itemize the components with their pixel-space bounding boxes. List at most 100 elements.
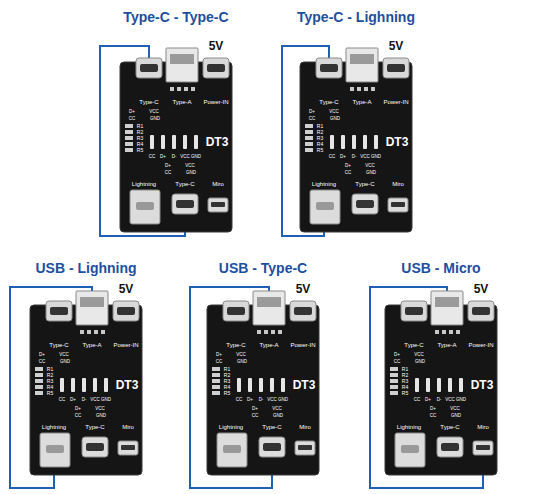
pin-name: D+: [39, 353, 45, 358]
resistor-pad: [212, 373, 220, 377]
micro-port: [473, 441, 493, 455]
typec-port: [437, 437, 463, 457]
port-slot: [435, 297, 459, 307]
led-label: VCC: [445, 398, 455, 403]
port-label: Type-A: [82, 342, 101, 348]
port-slot: [387, 64, 405, 72]
port-label: Type-C: [355, 181, 374, 187]
led-symbol: [363, 135, 367, 149]
led-symbol: [341, 135, 345, 149]
led-label: D+: [340, 155, 346, 160]
led-symbol: [281, 378, 285, 392]
board-title: Type-C - Lighning: [297, 10, 415, 24]
port-label: Type-A: [172, 99, 191, 105]
header-pin: [264, 330, 268, 334]
pin-name: CC: [39, 360, 46, 365]
led-symbol: [93, 378, 97, 392]
resistor-label: R4: [317, 142, 323, 147]
model-name: DT3: [206, 136, 229, 148]
led-label: CC: [59, 398, 66, 403]
voltage-label: 5V: [119, 283, 134, 295]
led-label: D-: [352, 155, 357, 160]
micro-port: [118, 441, 138, 455]
usba-port: [346, 48, 378, 82]
led-symbol: [150, 135, 154, 149]
pin-name: VCC: [149, 110, 159, 115]
port-slot: [207, 64, 225, 72]
resistor-pad: [125, 124, 133, 128]
pin-name: D+: [309, 110, 315, 115]
led-label: CC: [329, 155, 336, 160]
port-slot: [140, 64, 158, 72]
resistor-pad: [305, 136, 313, 140]
lightning-port: [217, 433, 247, 467]
resistor-label: R3: [402, 379, 408, 384]
pin-name: CC: [252, 414, 259, 419]
port-slot: [316, 202, 334, 210]
pcb-board: [300, 62, 412, 232]
pin-name: D+: [430, 407, 436, 412]
micro-port: [208, 198, 228, 212]
voltage-label: 5V: [209, 40, 224, 52]
resistor-pad: [305, 148, 313, 152]
typec-port: [203, 58, 229, 78]
port-slot: [46, 445, 64, 453]
lightning-port: [40, 433, 70, 467]
port-slot: [176, 200, 194, 208]
port-label: Power-IN: [383, 99, 408, 105]
usba-port: [76, 291, 108, 325]
led-label: GND: [371, 155, 381, 160]
resistor-label: R2: [317, 130, 323, 135]
pin-name: D+: [129, 110, 135, 115]
port-label: Type-C: [440, 424, 459, 430]
resistor-pad: [390, 367, 398, 371]
resistor-pad: [125, 136, 133, 140]
port-slot: [263, 443, 281, 451]
led-label: VCC: [267, 398, 277, 403]
resistor-label: R4: [224, 385, 230, 390]
led-label: D+: [425, 398, 431, 403]
port-label: Type-C: [139, 99, 158, 105]
pin-name: GND: [366, 171, 376, 176]
led-label: D-: [259, 398, 264, 403]
tester-board: USB - Lighning5VType-CType-APower-IND+VC…: [30, 305, 142, 475]
header-pin: [80, 330, 84, 334]
typec-port: [316, 58, 342, 78]
port-slot: [405, 307, 423, 315]
port-slot: [401, 445, 419, 453]
typec-port: [468, 301, 494, 321]
pin-name: VCC: [185, 164, 195, 169]
resistor-pad: [390, 373, 398, 377]
pin-name: VCC: [414, 353, 424, 358]
pin-name: CC: [165, 171, 172, 176]
resistor-pad: [212, 391, 220, 395]
resistor-pad: [125, 148, 133, 152]
pin-name: VCC: [95, 407, 105, 412]
pin-name: GND: [330, 117, 340, 122]
header-pin: [350, 87, 354, 91]
port-slot: [356, 200, 374, 208]
led-symbol: [437, 378, 441, 392]
resistor-label: R3: [317, 136, 323, 141]
led-symbol: [448, 378, 452, 392]
header-pin: [449, 330, 453, 334]
led-symbol: [194, 135, 198, 149]
led-label: D-: [172, 155, 177, 160]
pin-name: GND: [96, 414, 106, 419]
micro-port: [295, 441, 315, 455]
usba-port: [166, 48, 198, 82]
typec-port: [136, 58, 162, 78]
led-symbol: [248, 378, 252, 392]
pin-name: D+: [252, 407, 258, 412]
pin-name: GND: [273, 414, 283, 419]
pin-name: VCC: [272, 407, 282, 412]
resistor-pad: [212, 367, 220, 371]
led-label: D-: [82, 398, 87, 403]
resistor-label: R5: [47, 391, 53, 396]
port-slot: [294, 307, 312, 315]
port-label: Type-C: [226, 342, 245, 348]
resistor-pad: [212, 379, 220, 383]
port-slot: [320, 64, 338, 72]
resistor-pad: [35, 379, 43, 383]
resistor-label: R4: [47, 385, 53, 390]
